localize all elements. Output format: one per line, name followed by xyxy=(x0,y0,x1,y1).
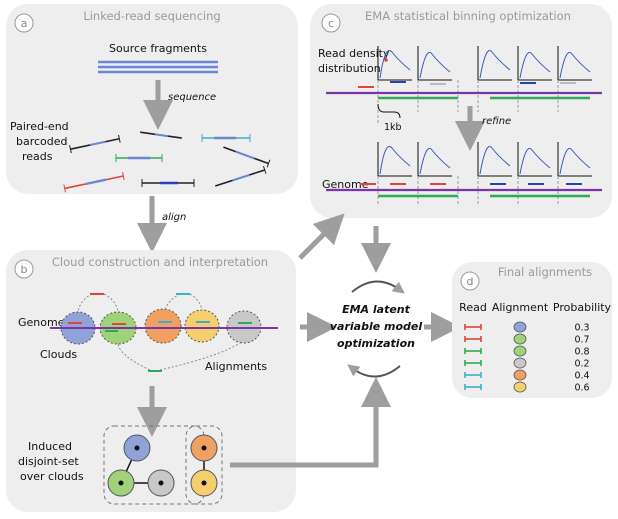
panel-a-title: Linked-read sequencing xyxy=(83,9,220,23)
final-alignment-row: 0.3 xyxy=(464,321,590,334)
center-title-line1: EMA latent xyxy=(342,303,411,316)
source-fragments-label: Source fragments xyxy=(109,42,207,55)
row-alignment-cloud xyxy=(513,321,527,333)
row-alignment-cloud xyxy=(513,333,527,345)
panel-a-letter-badge xyxy=(14,13,34,33)
genome-label-c: Genome xyxy=(322,178,369,191)
scale-label: 1kb xyxy=(384,122,402,133)
induced-label-line2: disjoint-set xyxy=(18,455,79,468)
reads-label-line2: barcoded xyxy=(16,135,68,148)
panel-d-title: Final alignments xyxy=(498,265,592,279)
final-alignment-row: 0.7 xyxy=(464,333,590,346)
panel-d-letter-badge xyxy=(460,271,480,291)
panel-b-letter-badge xyxy=(14,259,34,279)
row-probability: 0.4 xyxy=(574,371,589,382)
panel-a-background xyxy=(6,4,298,194)
dashed-alignment-links xyxy=(77,293,241,371)
row-read-mark xyxy=(464,324,482,330)
final-alignment-row: 0.2 xyxy=(464,357,590,370)
final-alignments-rows: 0.30.70.80.20.40.6 xyxy=(464,321,590,394)
density-row-top xyxy=(326,46,602,124)
center-title-line3: optimization xyxy=(337,337,415,350)
center-title-line2: variable model xyxy=(330,320,422,333)
final-alignment-row: 0.6 xyxy=(464,381,590,394)
density-label-line1: Read density xyxy=(318,47,390,60)
refine-label: refine xyxy=(482,116,511,127)
final-alignment-row: 0.8 xyxy=(464,345,590,358)
cycle-arrow-bottom xyxy=(347,364,401,378)
panel-a: a Linked-read sequencing Source fragment… xyxy=(6,4,298,194)
sets-to-center-arrow xyxy=(230,377,391,468)
panel-b: b Cloud construction and interpretation … xyxy=(6,250,296,512)
scale-bracket xyxy=(377,103,401,119)
cloud-orange xyxy=(144,308,182,344)
reads-on-clouds xyxy=(68,321,252,332)
panel-c-letter-badge xyxy=(321,13,341,33)
panel-c-letter: c xyxy=(328,17,334,30)
row-probability: 0.7 xyxy=(574,335,589,346)
row-probability: 0.2 xyxy=(574,359,589,370)
row-read-mark xyxy=(464,348,482,354)
col-probability-header: Probability xyxy=(553,301,612,314)
cloud-yellow xyxy=(184,309,220,343)
panel-d-letter: d xyxy=(467,275,474,288)
row-alignment-cloud xyxy=(513,345,527,357)
align-label: align xyxy=(162,212,186,223)
col-alignment-header: Alignment xyxy=(492,301,549,314)
panel-c-background xyxy=(310,4,612,218)
disjoint-set-2 xyxy=(185,425,223,505)
row-read-mark xyxy=(464,336,482,342)
row-alignment-cloud xyxy=(513,357,527,369)
panel-a-letter: a xyxy=(21,17,28,30)
ema-optimization-cycle: EMA latent variable model optimization xyxy=(330,280,422,378)
sequence-label: sequence xyxy=(168,92,216,103)
induced-label-line3: over clouds xyxy=(20,470,84,483)
row-read-mark xyxy=(464,372,482,378)
row-probability: 0.3 xyxy=(574,323,589,334)
source-fragments xyxy=(98,60,218,74)
panel-c: c EMA statistical binning optimization R… xyxy=(310,4,612,218)
panel-d-background xyxy=(452,262,612,398)
row-read-mark xyxy=(464,384,482,390)
disjoint-set-1 xyxy=(103,425,205,505)
col-read-header: Read xyxy=(459,301,487,314)
row-alignment-cloud xyxy=(513,369,527,381)
panel-d: d Final alignments Read Alignment Probab… xyxy=(452,262,612,398)
alignments-label: Alignments xyxy=(205,360,267,373)
reads-label-line1: Paired-end xyxy=(10,120,69,133)
b-to-c-arrow xyxy=(298,213,345,260)
cycle-arrow-top xyxy=(351,280,405,294)
reads-label-line3: reads xyxy=(22,150,53,163)
row-read-mark xyxy=(464,360,482,366)
panel-b-letter: b xyxy=(21,263,28,276)
genome-label-b: Genome xyxy=(18,316,65,329)
row-probability: 0.6 xyxy=(574,383,589,394)
panel-c-title: EMA statistical binning optimization xyxy=(365,9,571,23)
density-row-bottom xyxy=(326,142,602,204)
row-alignment-cloud xyxy=(513,381,527,393)
row-probability: 0.8 xyxy=(574,347,589,358)
density-label-line2: distribution xyxy=(318,62,381,75)
panel-b-title: Cloud construction and interpretation xyxy=(52,255,268,269)
induced-label-line1: Induced xyxy=(28,440,72,453)
final-alignment-row: 0.4 xyxy=(464,369,590,382)
clouds-label: Clouds xyxy=(40,348,77,361)
paired-end-reads xyxy=(63,131,271,193)
